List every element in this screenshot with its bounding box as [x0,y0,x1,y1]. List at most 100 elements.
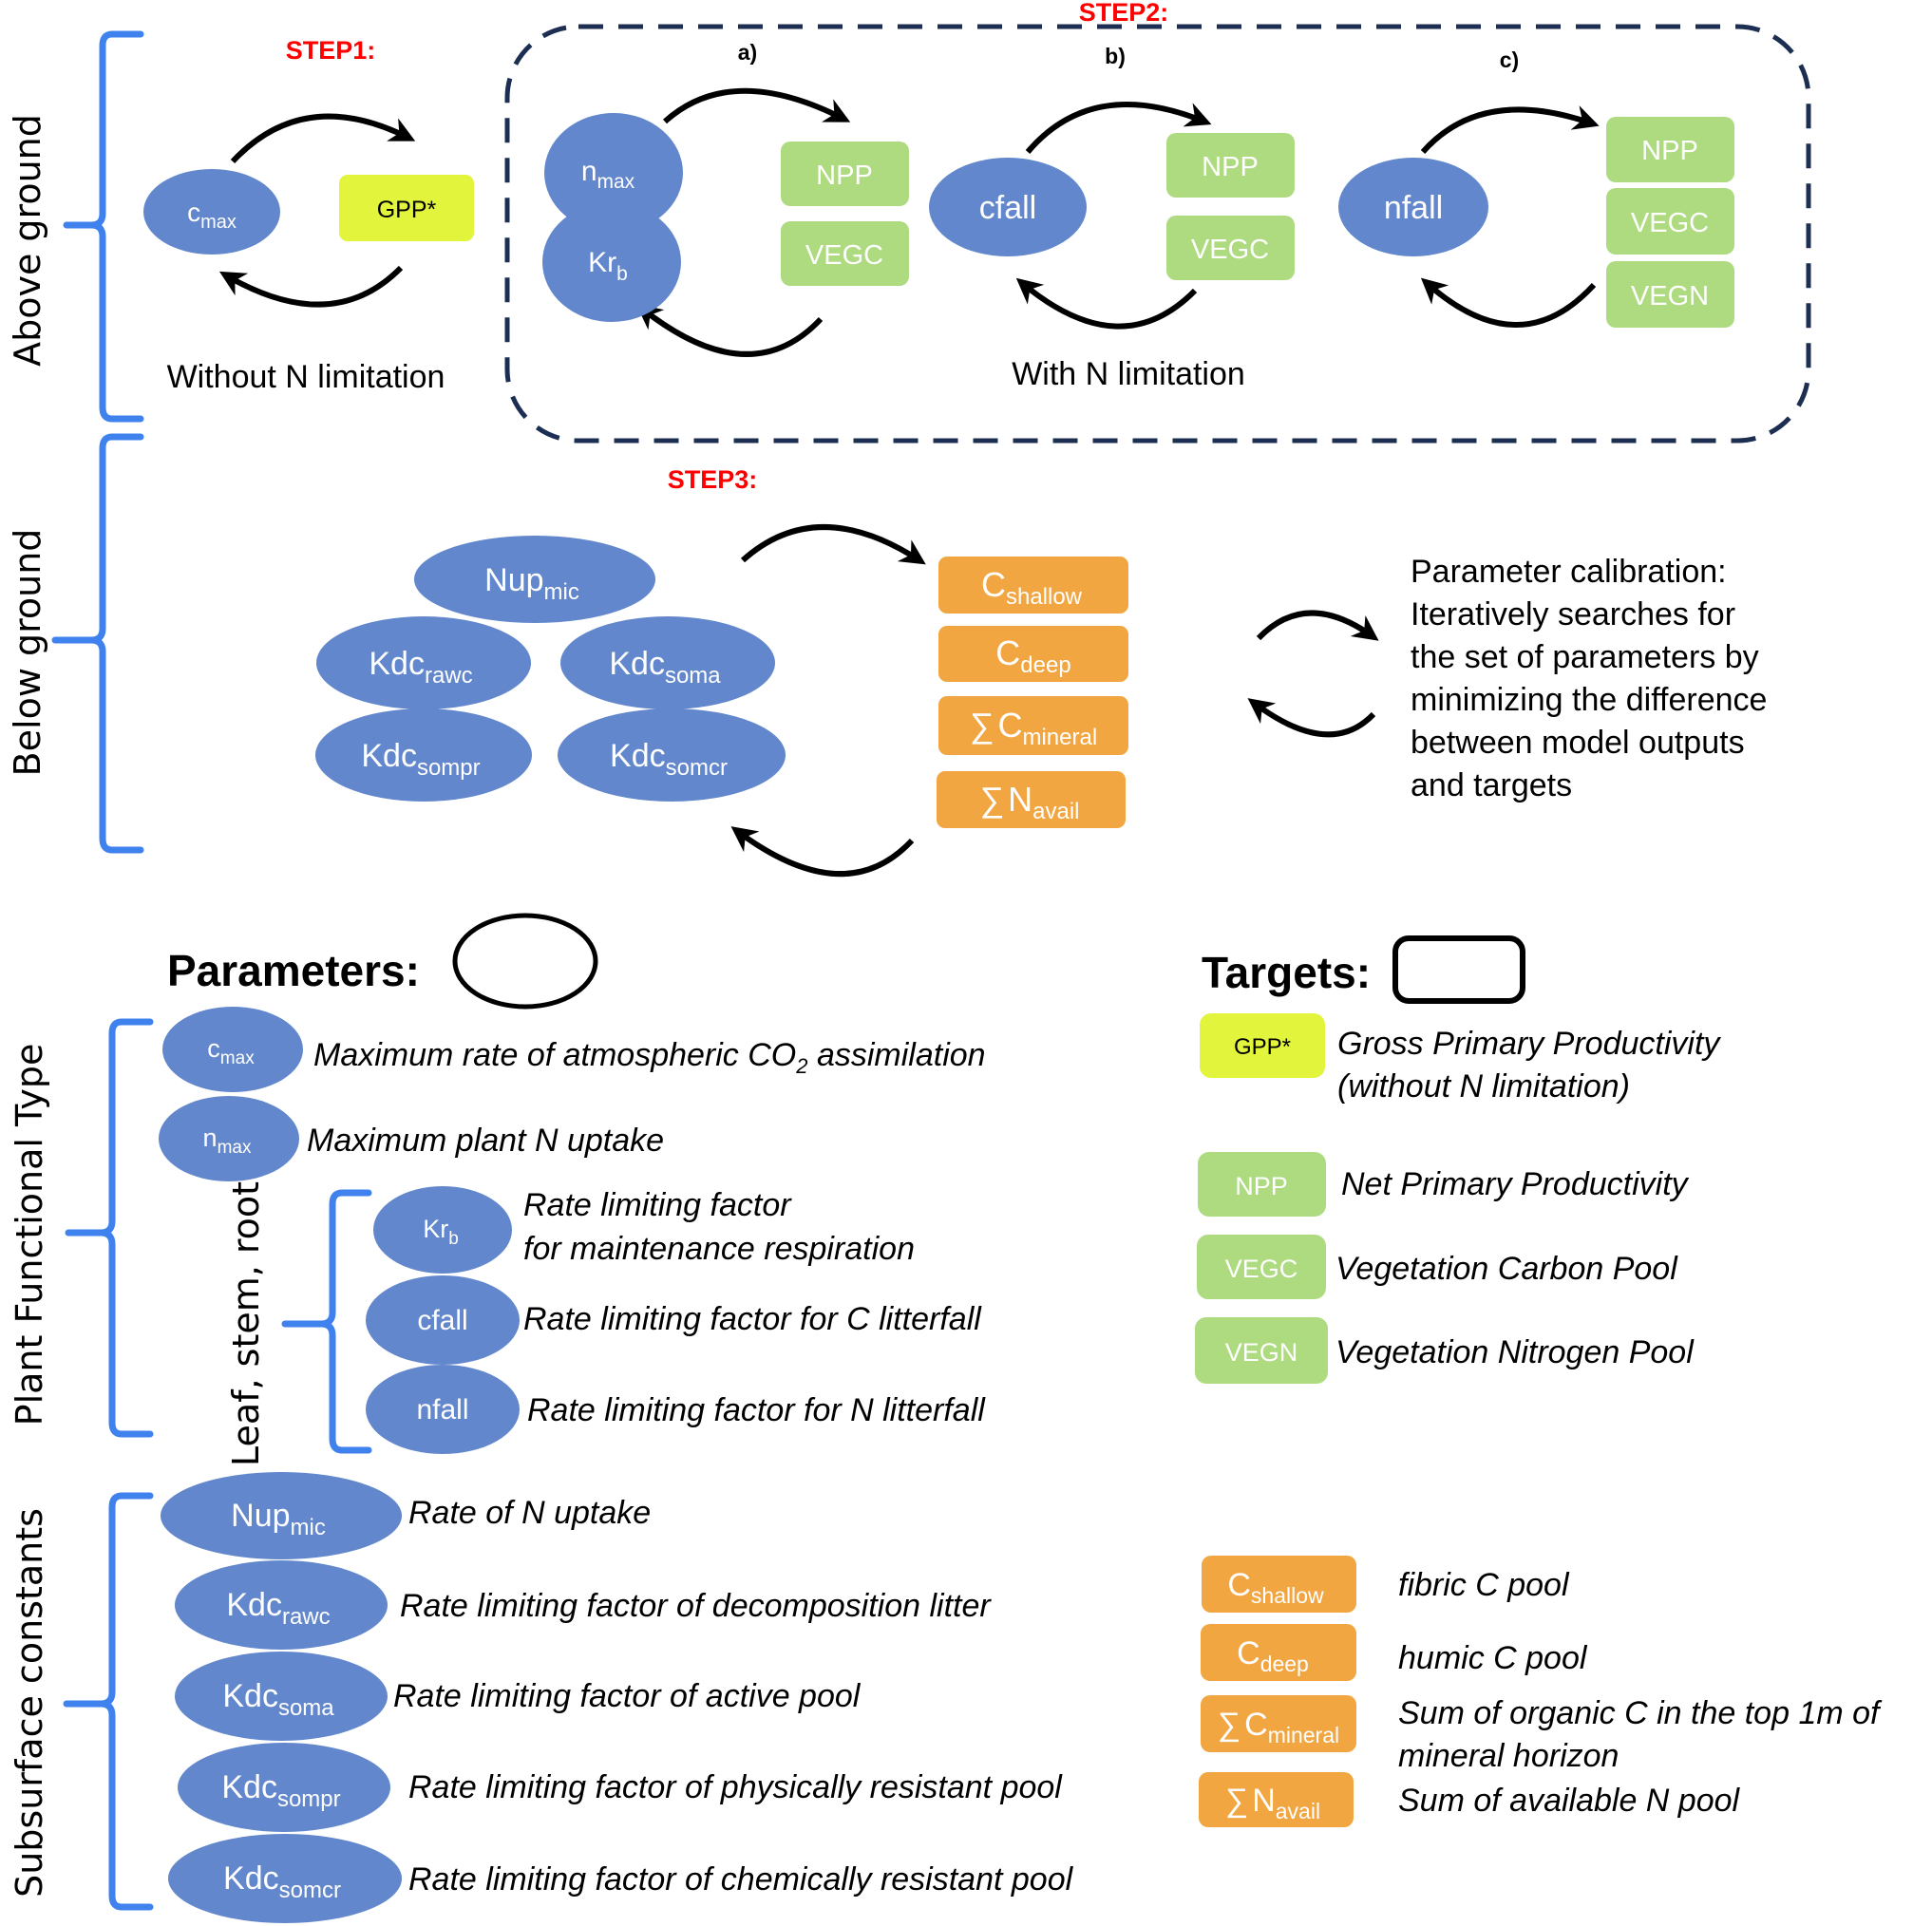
subsurface-brace [63,1492,154,1911]
svg-text:Rate of N uptake: Rate of N uptake [408,1495,651,1531]
svg-text:∑Navail: ∑Navail [1225,1783,1320,1823]
step1-forward-arrow [230,113,416,164]
target-node-cdeep[interactable]: Cdeep [938,626,1128,682]
panel-c-return-arrow [1420,277,1597,328]
param-node-nfall[interactable]: nfall [1338,158,1488,256]
svg-text:minimizing the difference: minimizing the difference [1411,682,1767,718]
svg-text:Rate limiting factor of active: Rate limiting factor of active pool [393,1678,862,1714]
svg-text:Kdcsoma: Kdcsoma [222,1678,334,1721]
svg-text:cmax: cmax [187,198,237,233]
target-node-npp-b[interactable]: NPP [1166,133,1295,198]
param-node-kdc-somcr[interactable]: Kdcsomcr [558,708,786,802]
svg-text:Krb: Krb [423,1215,459,1249]
legend-target-sum-cmineral: ∑Cmineral Sum of organic C in the top 1m… [1201,1695,1883,1774]
legend-param-nfall: nfall Rate limiting factor for N litterf… [366,1365,986,1454]
parameters-legend-title: Parameters: [167,946,420,995]
legend-target-vegn: VEGN Vegetation Nitrogen Pool [1195,1317,1695,1384]
svg-text:Kdcsompr: Kdcsompr [221,1769,340,1812]
target-node-vegc-b[interactable]: VEGC [1166,216,1295,280]
param-node-kdc-sompr[interactable]: Kdcsompr [315,708,532,802]
svg-text:Iteratively searches for: Iteratively searches for [1411,596,1735,633]
legend-param-kdc-sompr: Kdcsompr Rate limiting factor of physica… [178,1743,1063,1832]
calibration-return-arrow [1247,698,1376,738]
svg-text:VEGC: VEGC [1225,1255,1298,1283]
leaf-stem-root-label: Leaf, stem, root [225,1181,267,1466]
svg-text:the set of parameters by: the set of parameters by [1411,639,1759,675]
target-node-vegn-c[interactable]: VEGN [1606,261,1734,328]
target-node-cshallow[interactable]: Cshallow [938,557,1128,614]
legend-target-cdeep: Cdeep humic C pool [1201,1624,1588,1681]
legend-param-kdc-rawc: Kdcrawc Rate limiting factor of decompos… [175,1560,992,1650]
above-ground-brace [63,30,144,423]
step3-forward-arrow [740,524,926,565]
svg-text:NPP: NPP [1641,136,1698,166]
target-node-sum-cmineral[interactable]: ∑Cmineral [938,696,1128,755]
svg-text:Kdcsompr: Kdcsompr [361,738,480,781]
svg-text:nfall: nfall [416,1394,468,1426]
param-node-kdc-soma[interactable]: Kdcsoma [560,616,775,709]
panel-c-label: c) [1500,47,1519,72]
svg-text:Rate limiting factor: Rate limiting factor [523,1187,792,1223]
legend-param-kdc-soma: Kdcsoma Rate limiting factor of active p… [175,1652,862,1741]
step3-label: STEP3: [668,465,758,494]
legend-param-kdc-somcr: Kdcsomcr Rate limiting factor of chemica… [168,1834,1074,1923]
svg-text:Cshallow: Cshallow [981,565,1083,610]
panel-c-forward-arrow [1420,105,1600,154]
leaf-stem-root-brace [281,1189,372,1454]
svg-text:VEGN: VEGN [1225,1338,1298,1367]
param-node-nmax[interactable]: nmax [544,113,683,233]
svg-text:Maximum plant N uptake: Maximum plant N uptake [307,1123,664,1159]
svg-text:VEGC: VEGC [1191,235,1269,265]
svg-text:nfall: nfall [1384,190,1443,226]
svg-text:NPP: NPP [1202,152,1259,182]
panel-b-label: b) [1105,44,1126,68]
pft-label: Plant Functional Type [9,1044,50,1426]
target-node-vegc-c[interactable]: VEGC [1606,188,1734,255]
calibration-forward-arrow [1256,610,1379,641]
legend-param-nupmic: Nupmic Rate of N uptake [161,1472,651,1559]
svg-text:Cdeep: Cdeep [995,633,1070,678]
param-node-krb[interactable]: Krb [542,202,681,322]
svg-text:Kdcsomcr: Kdcsomcr [610,738,728,781]
legend-target-gpp: GPP* Gross Primary Productivity (without… [1200,1013,1721,1105]
svg-text:GPP*: GPP* [377,197,437,223]
param-node-kdc-rawc[interactable]: Kdcrawc [316,616,531,709]
svg-text:Rate limiting factor of physic: Rate limiting factor of physically resis… [408,1769,1063,1805]
param-node-cfall[interactable]: cfall [929,158,1087,256]
svg-text:for maintenance respiration: for maintenance respiration [523,1231,915,1267]
target-node-sum-navail[interactable]: ∑Navail [937,771,1126,828]
svg-text:VEGC: VEGC [1631,208,1709,238]
step2-caption: With N limitation [1012,356,1245,392]
below-ground-brace [51,433,144,854]
svg-text:humic C pool: humic C pool [1398,1640,1588,1676]
svg-text:Gross Primary Productivity: Gross Primary Productivity [1337,1026,1721,1062]
svg-text:between model outputs: between model outputs [1411,725,1745,761]
legend-param-cfall: cfall Rate limiting factor for C litterf… [366,1275,982,1365]
svg-text:NPP: NPP [816,160,873,191]
svg-text:GPP*: GPP* [1234,1034,1291,1060]
svg-text:mineral horizon: mineral horizon [1398,1738,1619,1774]
step2-dashed-box [504,24,1811,444]
svg-text:Vegetation Nitrogen Pool: Vegetation Nitrogen Pool [1335,1334,1695,1370]
step2-label: STEP2: [1079,0,1169,27]
subsurface-label: Subsurface constants [9,1508,50,1898]
param-node-cmax[interactable]: cmax [143,169,280,255]
svg-text:∑Cmineral: ∑Cmineral [970,706,1097,750]
targets-legend-title: Targets: [1202,948,1371,997]
target-node-vegc-a[interactable]: VEGC [781,221,909,286]
svg-text:fibric C pool: fibric C pool [1398,1567,1570,1603]
svg-text:Nupmic: Nupmic [484,562,579,605]
param-node-nupmic[interactable]: Nupmic [414,536,655,623]
svg-text:Maximum rate of atmospheric CO: Maximum rate of atmospheric CO2 assimila… [313,1037,986,1078]
svg-text:Kdcsoma: Kdcsoma [609,646,721,689]
target-node-gpp[interactable]: GPP* [339,175,474,241]
svg-text:Rate limiting factor for C lit: Rate limiting factor for C litterfall [523,1301,982,1337]
above-ground-label: Above ground [7,114,48,367]
target-node-npp-c[interactable]: NPP [1606,117,1734,182]
svg-text:and targets: and targets [1411,767,1572,803]
panel-a-return-arrow [635,303,824,357]
target-node-npp-a[interactable]: NPP [781,142,909,206]
svg-text:NPP: NPP [1235,1172,1288,1200]
